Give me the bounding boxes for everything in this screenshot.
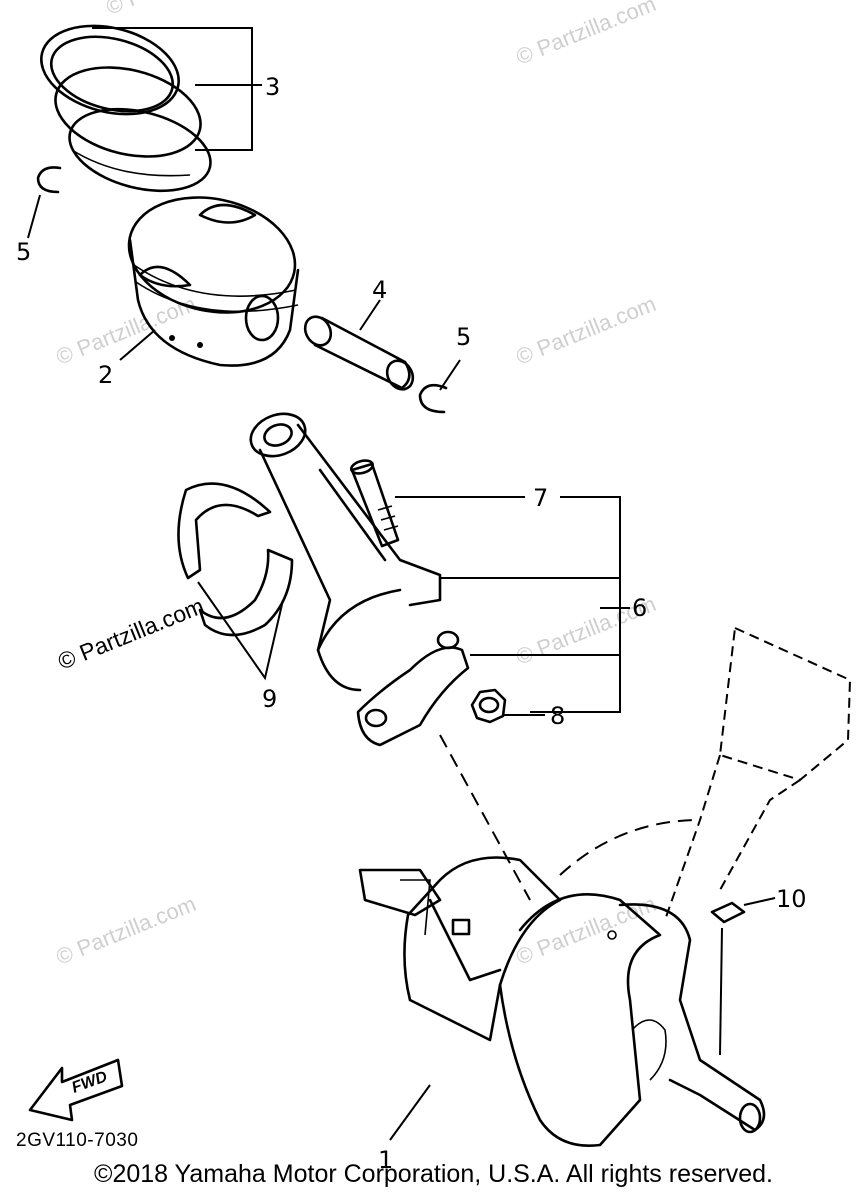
callout-2: 2 [98,361,113,389]
watermark: © Partzilla.com [513,291,660,370]
copyright-notice: ©2018 Yamaha Motor Corporation, U.S.A. A… [94,1160,773,1188]
watermark: © Partzilla.com [513,891,660,970]
watermarks: © Partzilla.com © Partzilla.com © Partzi… [53,0,660,970]
phantom-con-rod [439,626,852,921]
piston [127,196,300,367]
watermark-dark: © Partzilla.com [54,592,207,674]
callout-9: 9 [262,685,277,713]
callout-1: 1 [378,1146,393,1174]
watermark: © Partzilla.com [53,891,200,970]
callout-5: 5 [16,238,31,266]
watermark: © Partzilla.com [103,0,250,20]
callout-4: 4 [372,276,387,304]
rod-bolt [349,459,400,548]
callout-8: 8 [550,702,565,730]
woodruff-key [710,901,746,924]
callout-10: 10 [776,885,807,913]
callout-6: 6 [632,594,647,622]
watermark: © Partzilla.com [513,0,660,70]
bearings [177,482,294,637]
callout-5: 5 [456,323,471,351]
crankshaft [358,856,766,1147]
diagram-code: 2GV110-7030 [16,1130,138,1151]
callout-7: 7 [533,484,548,512]
rod-nut [470,688,507,724]
circlip-upper [36,166,62,194]
callout-labels: 3 5 4 5 2 7 6 9 8 10 1 [16,73,807,1174]
connecting-rod [249,412,442,692]
leader-lines [27,27,776,1141]
rod-cap [356,630,470,747]
piston-pin [303,315,415,391]
callout-3: 3 [265,73,280,101]
fwd-arrow: FWD [28,1058,124,1122]
circlip-lower [418,383,448,414]
piston-rings [40,24,212,193]
